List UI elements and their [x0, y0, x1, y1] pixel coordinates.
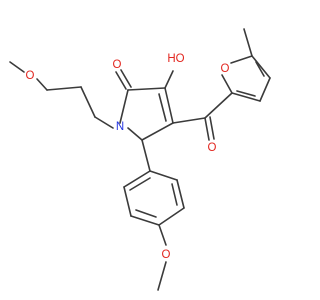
bond-n-c2 — [119, 89, 129, 124]
bond-ch2-ch2b — [46, 86, 82, 91]
bond-furan-c3-c2 — [231, 92, 261, 102]
atom-label-layer: O HO N O O O O — [26, 53, 230, 261]
bond-c2-o-double-2 — [120, 69, 132, 88]
bond-aryl-1 — [123, 170, 151, 188]
bond-ketone-furan-c2 — [204, 92, 233, 119]
bond-aryl-4 — [158, 207, 185, 226]
bond-o-ch3-chain — [9, 61, 25, 73]
bond-aryl-3-inner — [135, 209, 157, 218]
bond-c2-c3 — [127, 87, 166, 91]
bond-aryl-5-inner — [171, 183, 178, 206]
ketone-oxygen-label: O — [208, 142, 217, 154]
chain-ether-oxygen-label: O — [26, 70, 35, 82]
ring-nitrogen-label: N — [116, 121, 124, 133]
structure-canvas: O HO N O O O O — [9, 28, 271, 291]
molecule-diagram: O HO N O O O O — [9, 28, 271, 291]
bond-aryl-2 — [123, 186, 132, 217]
bond-furan-c3-c2-inner — [236, 90, 256, 97]
bond-n-ch2 — [94, 116, 114, 129]
bond-aryl-5 — [176, 179, 185, 209]
bond-o-ch3-aryl — [157, 261, 167, 291]
bond-furan-c2-o — [221, 74, 233, 94]
bond-c3-oh — [164, 70, 174, 89]
bond-aryl-o — [158, 224, 167, 246]
hydroxyl-label: HO — [167, 53, 184, 65]
bond-ch2-o-chain — [36, 78, 48, 91]
bond-c4-c5 — [141, 122, 174, 141]
carbonyl-oxygen-label: O — [113, 59, 122, 71]
furan-oxygen-label: O — [221, 63, 230, 75]
bond-ketone-o-double-2 — [209, 116, 215, 140]
bond-c5-aryl — [141, 139, 151, 172]
bond-furan-c5-c4-inner — [255, 61, 265, 77]
bond-c3-c4-double — [164, 87, 174, 124]
bond-ketone-o-double — [204, 117, 210, 141]
aryl-ether-oxygen-label: O — [162, 249, 171, 261]
bond-c4-ketone — [172, 117, 206, 124]
bond-aryl-3 — [130, 215, 160, 226]
bond-ch2-ch2 — [80, 86, 96, 118]
bond-c5-n — [127, 127, 143, 141]
bond-furan-c5-c4 — [251, 55, 271, 79]
bond-c3-c4-double-inner — [158, 93, 167, 122]
bond-c2-o-double — [115, 71, 127, 90]
bond-furan-o-c5 — [230, 55, 253, 64]
bond-layer — [9, 28, 271, 291]
bond-furan-c4-c3 — [259, 77, 271, 102]
bond-aryl-1-inner — [129, 177, 151, 191]
bond-furan-methyl — [243, 28, 253, 57]
bond-aryl-6 — [149, 170, 178, 181]
